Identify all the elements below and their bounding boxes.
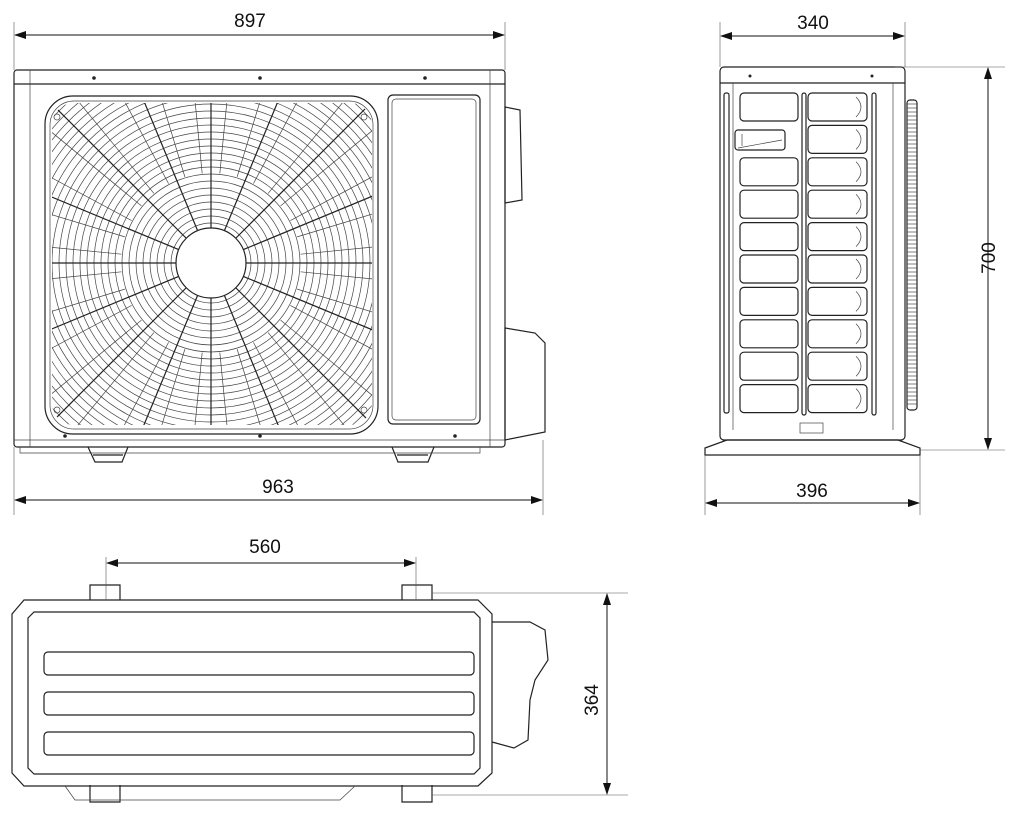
pipe-connection [491,621,549,749]
fan-hub [175,227,247,299]
dimension-897: 897 [13,11,506,70]
dimension-label: 897 [234,11,266,32]
bottom-casing [11,599,493,787]
dimension-label: 560 [249,537,281,558]
slot-2 [43,691,475,716]
rear-feet [89,584,433,600]
dimension-396: 396 [704,455,921,515]
dimension-label: 364 [582,684,603,716]
foot-right [391,446,435,463]
fan-grille-frame [44,95,379,435]
dimension-364: 364 [432,592,628,796]
side-base [704,439,921,456]
dimension-700: 700 [895,66,1005,451]
grille-screws [53,113,368,414]
dimension-label: 340 [797,13,829,34]
screw-dots [63,76,457,438]
service-panel [387,94,481,425]
dimension-340: 340 [719,13,906,67]
side-louvers [739,92,868,414]
dimension-label: 963 [262,477,294,498]
dimension-963: 963 [13,440,544,515]
condenser-fins [906,99,918,411]
front-casing [13,69,506,448]
fan-grille [52,103,372,425]
side-view [704,66,921,456]
dimension-label: 700 [979,242,1000,274]
bottom-view [11,584,549,803]
foot-left [87,446,129,463]
slot-1 [43,651,475,676]
side-handle [734,129,786,151]
slot-3 [43,731,475,756]
dimension-560: 560 [105,537,417,600]
front-view [13,69,546,463]
front-feet [89,785,433,803]
pipe-cover [504,327,546,441]
valve-cover [504,106,523,204]
dimension-label: 396 [796,481,828,502]
